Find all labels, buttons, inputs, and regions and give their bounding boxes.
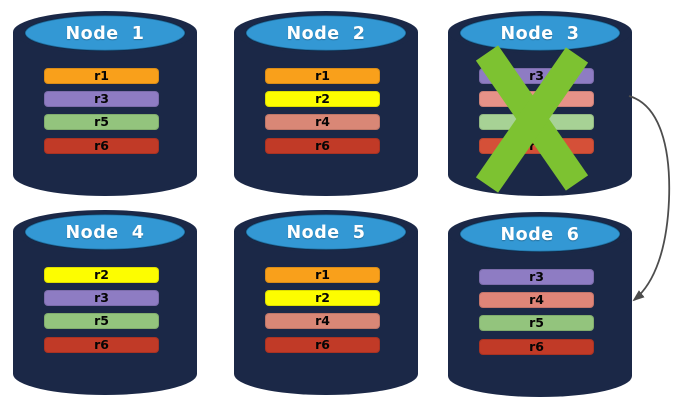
cylinder-top <box>459 215 621 253</box>
replica-bar: r4 <box>479 292 594 308</box>
replica-bar: r3 <box>44 290 159 306</box>
node-title: Node 5 <box>286 223 366 243</box>
node-5: Node 5 r1 r2 r4 r6 <box>234 210 418 395</box>
replica-bar: r6 <box>44 138 159 154</box>
node-2: Node 2 r1 r2 r4 r6 <box>234 11 418 196</box>
node-title: Node 1 <box>65 24 145 44</box>
cylinder-top <box>245 14 407 52</box>
replica-bar: r4 <box>265 313 380 329</box>
replica-bar: r2 <box>44 267 159 283</box>
node-title: Node 3 <box>500 24 580 44</box>
replica-bar: r5 <box>44 313 159 329</box>
replica-bar: r6 <box>265 138 380 154</box>
replica-bar: r2 <box>265 290 380 306</box>
cylinder-top <box>245 213 407 251</box>
replica-bar: r1 <box>265 68 380 84</box>
arrow-curve <box>628 95 671 302</box>
replica-bar: r2 <box>265 91 380 107</box>
cylinder-top <box>24 14 186 52</box>
replica-bar: r4 <box>265 114 380 130</box>
x-stroke <box>475 47 589 193</box>
replica-bar: r1 <box>44 68 159 84</box>
node-title: Node 4 <box>65 223 145 243</box>
replica-bar: r6 <box>479 339 594 355</box>
replica-bar: r6 <box>44 337 159 353</box>
replica-bar: r1 <box>265 267 380 283</box>
cylinder-top <box>459 14 621 52</box>
node-3: Node 3 r3 r4 r5 r6 <box>448 11 632 196</box>
replica-bar: r5 <box>44 114 159 130</box>
replica-bar: r3 <box>479 269 594 285</box>
cylinder-top <box>24 213 186 251</box>
node-4: Node 4 r2 r3 r5 r6 <box>13 210 197 395</box>
failure-x-icon <box>475 45 589 193</box>
replica-bar: r3 <box>44 91 159 107</box>
node-1: Node 1 r1 r3 r5 r6 <box>13 11 197 196</box>
replica-bar: r5 <box>479 315 594 331</box>
replica-bar: r6 <box>265 337 380 353</box>
node-title: Node 6 <box>500 225 580 245</box>
node-title: Node 2 <box>286 24 366 44</box>
node-6: Node 6 r3 r4 r5 r6 <box>448 212 632 397</box>
database-cylinder-icon <box>13 210 197 395</box>
